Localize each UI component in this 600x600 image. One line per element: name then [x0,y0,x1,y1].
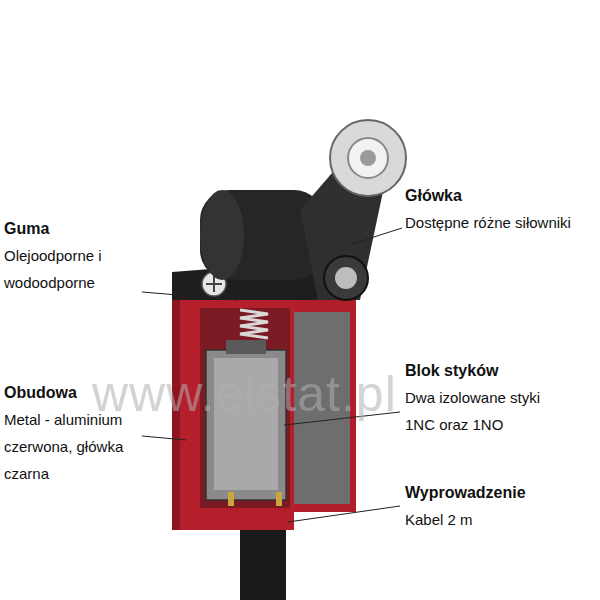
part-name: Guma [4,215,154,242]
leader-line [352,228,402,244]
leader-line [142,292,238,300]
plunger [226,340,266,354]
spring [240,310,268,338]
part-description: Kabel 2 m [405,506,595,533]
part-description: Dostępne różne siłowniki [405,209,597,236]
head-cylinder-end [200,190,244,280]
roller-hub [348,138,388,178]
part-description: Olejoodporne i wodoodporne [4,242,139,296]
nut-center [335,267,357,289]
part-name: Blok styków [405,357,595,384]
watermark: www.elstat.pl [92,366,397,422]
roller [330,120,406,196]
terminal [228,492,234,506]
roller-axle [360,150,376,166]
part-name: Wyprowadzenie [405,479,595,506]
terminal [276,492,282,506]
part-description: Dwa izolowane styki 1NC oraz 1NO [405,384,560,438]
part-name: Główka [405,182,595,209]
leader-line [142,436,186,440]
nut [324,256,368,300]
leader-line [288,506,400,522]
